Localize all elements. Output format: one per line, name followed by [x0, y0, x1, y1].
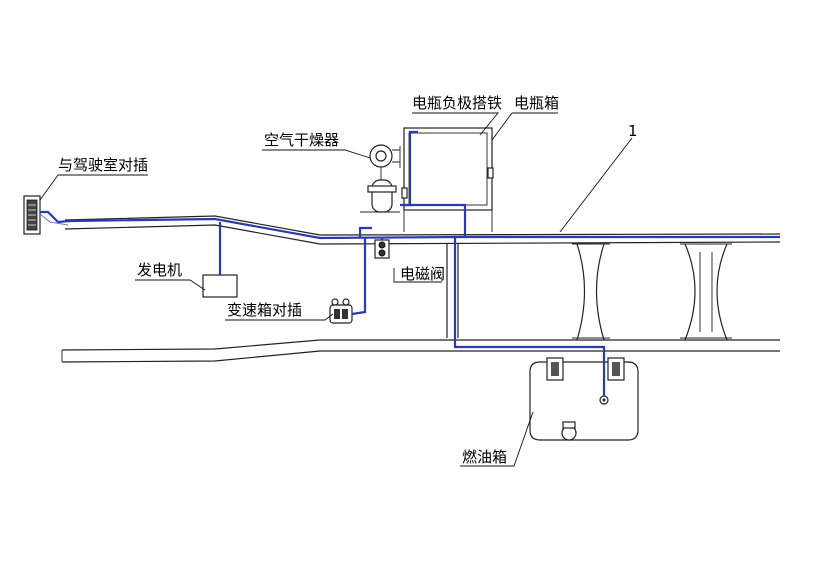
battery-negative-ground-label: 电瓶负极搭铁 [412, 94, 502, 112]
leader-lines [39, 112, 633, 467]
gearbox-connector-icon [329, 298, 353, 324]
callout-1-label: 1 [628, 122, 638, 140]
cab-connector-icon [23, 195, 41, 235]
cab-connector-label: 与驾驶室对插 [58, 156, 148, 174]
wiring-harness [39, 130, 780, 396]
generator-box [202, 274, 238, 298]
chassis-frame [61, 215, 781, 363]
fuel-tank-label: 燃油箱 [462, 448, 507, 466]
gearbox-connector-label: 变速箱对插 [227, 301, 302, 319]
air-dryer-label: 空气干燥器 [264, 131, 339, 149]
battery-box [401, 127, 494, 232]
generator-label: 发电机 [137, 261, 182, 279]
air-dryer-icon [360, 144, 401, 213]
solenoid-valve-icon [374, 239, 390, 259]
fuel-tank [529, 357, 639, 441]
solenoid-valve-label: 电磁阀 [400, 265, 445, 283]
battery-box-label: 电瓶箱 [514, 94, 559, 112]
